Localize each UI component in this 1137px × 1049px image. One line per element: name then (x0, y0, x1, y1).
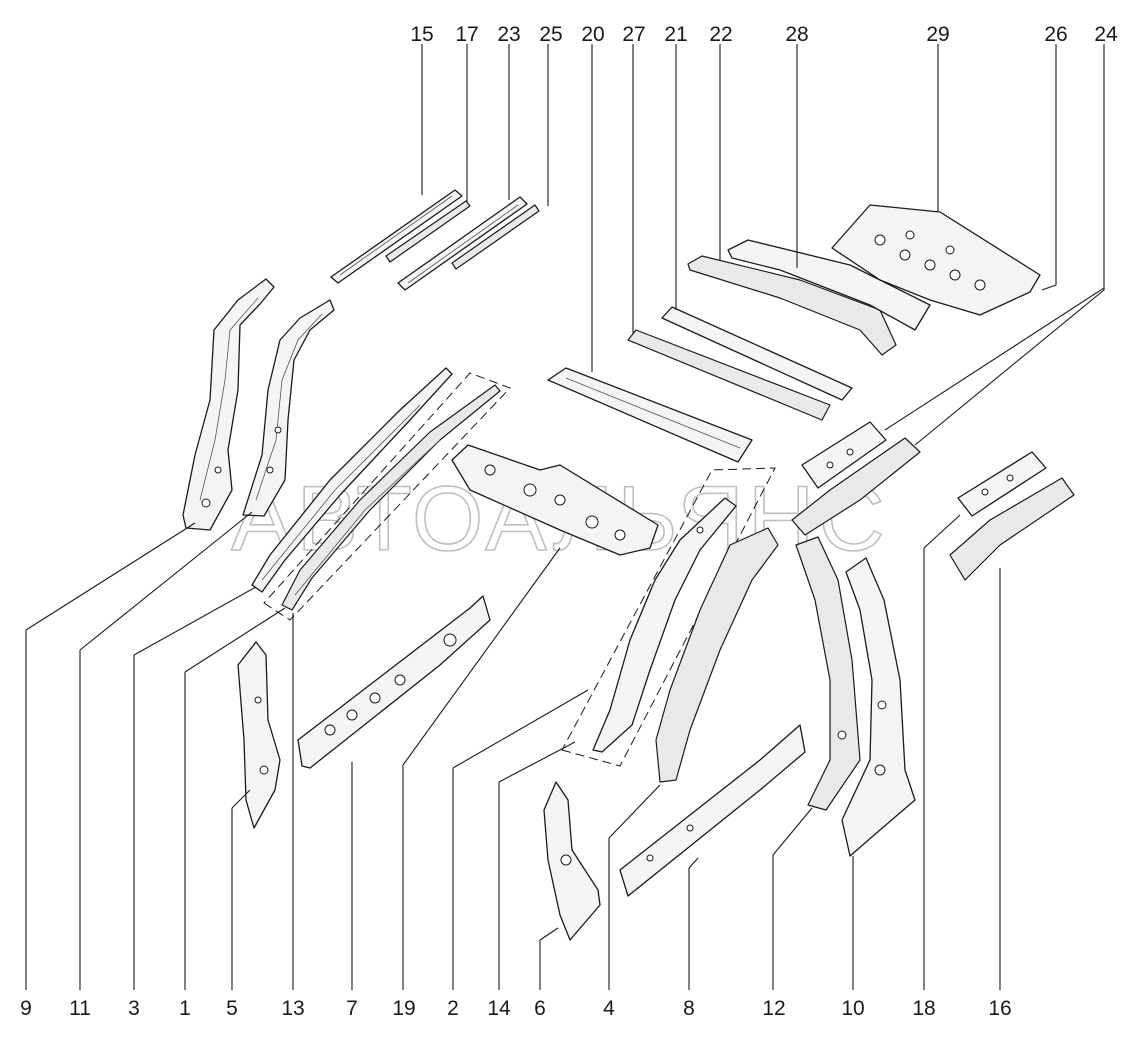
labels-bottom: 9 11 3 1 5 13 7 19 2 14 6 4 8 12 10 18 1… (20, 997, 1012, 1020)
label-12: 12 (762, 997, 785, 1020)
part-27 (627, 329, 831, 421)
part-15 (330, 189, 463, 284)
label-15: 15 (410, 23, 433, 46)
label-8: 8 (683, 997, 695, 1020)
part-26 (801, 421, 887, 489)
part-12 (795, 536, 861, 811)
label-17: 17 (455, 23, 478, 46)
label-27: 27 (622, 23, 645, 46)
label-26: 26 (1044, 23, 1067, 46)
label-5: 5 (226, 997, 238, 1020)
label-25: 25 (539, 23, 562, 46)
part-25 (451, 204, 540, 270)
label-23: 23 (497, 23, 520, 46)
part-18 (957, 451, 1047, 517)
label-3: 3 (128, 997, 140, 1020)
label-4: 4 (603, 997, 615, 1020)
leader-lines (25, 44, 1105, 990)
label-2: 2 (447, 997, 459, 1020)
label-28: 28 (785, 23, 808, 46)
label-14: 14 (487, 997, 511, 1020)
part-22 (687, 255, 897, 356)
part-2 (592, 497, 737, 753)
part-8 (619, 724, 806, 897)
part-28 (727, 239, 931, 331)
label-10: 10 (841, 997, 864, 1020)
part-3 (251, 367, 453, 593)
label-1: 1 (179, 997, 191, 1020)
label-20: 20 (581, 23, 604, 46)
label-11: 11 (69, 997, 91, 1020)
part-5 (237, 641, 281, 829)
label-16: 16 (988, 997, 1011, 1020)
part-21 (661, 306, 853, 401)
label-6: 6 (534, 997, 546, 1020)
label-21: 21 (664, 23, 687, 46)
part-4 (655, 527, 779, 783)
dashed-group-13 (263, 372, 511, 621)
part-17 (385, 200, 471, 263)
label-7: 7 (346, 997, 358, 1020)
part-29 (831, 204, 1041, 316)
dashed-group-14 (561, 467, 776, 767)
part-6 (543, 781, 601, 941)
label-18: 18 (912, 997, 935, 1020)
label-13: 13 (281, 997, 304, 1020)
part-10 (841, 557, 916, 857)
part-20 (547, 367, 753, 463)
part-11 (242, 299, 335, 517)
part-16 (949, 477, 1075, 581)
label-22: 22 (709, 23, 732, 46)
part-24 (791, 437, 921, 536)
label-29: 29 (926, 23, 949, 46)
part-19 (451, 444, 659, 556)
label-9: 9 (20, 997, 32, 1020)
label-19: 19 (392, 997, 415, 1020)
part-1 (281, 384, 501, 611)
part-23 (397, 196, 528, 291)
label-24: 24 (1094, 23, 1118, 46)
part-9 (182, 278, 275, 531)
part-7 (297, 595, 491, 769)
labels-top: 15 17 23 25 20 27 21 22 28 29 26 24 (410, 23, 1118, 46)
